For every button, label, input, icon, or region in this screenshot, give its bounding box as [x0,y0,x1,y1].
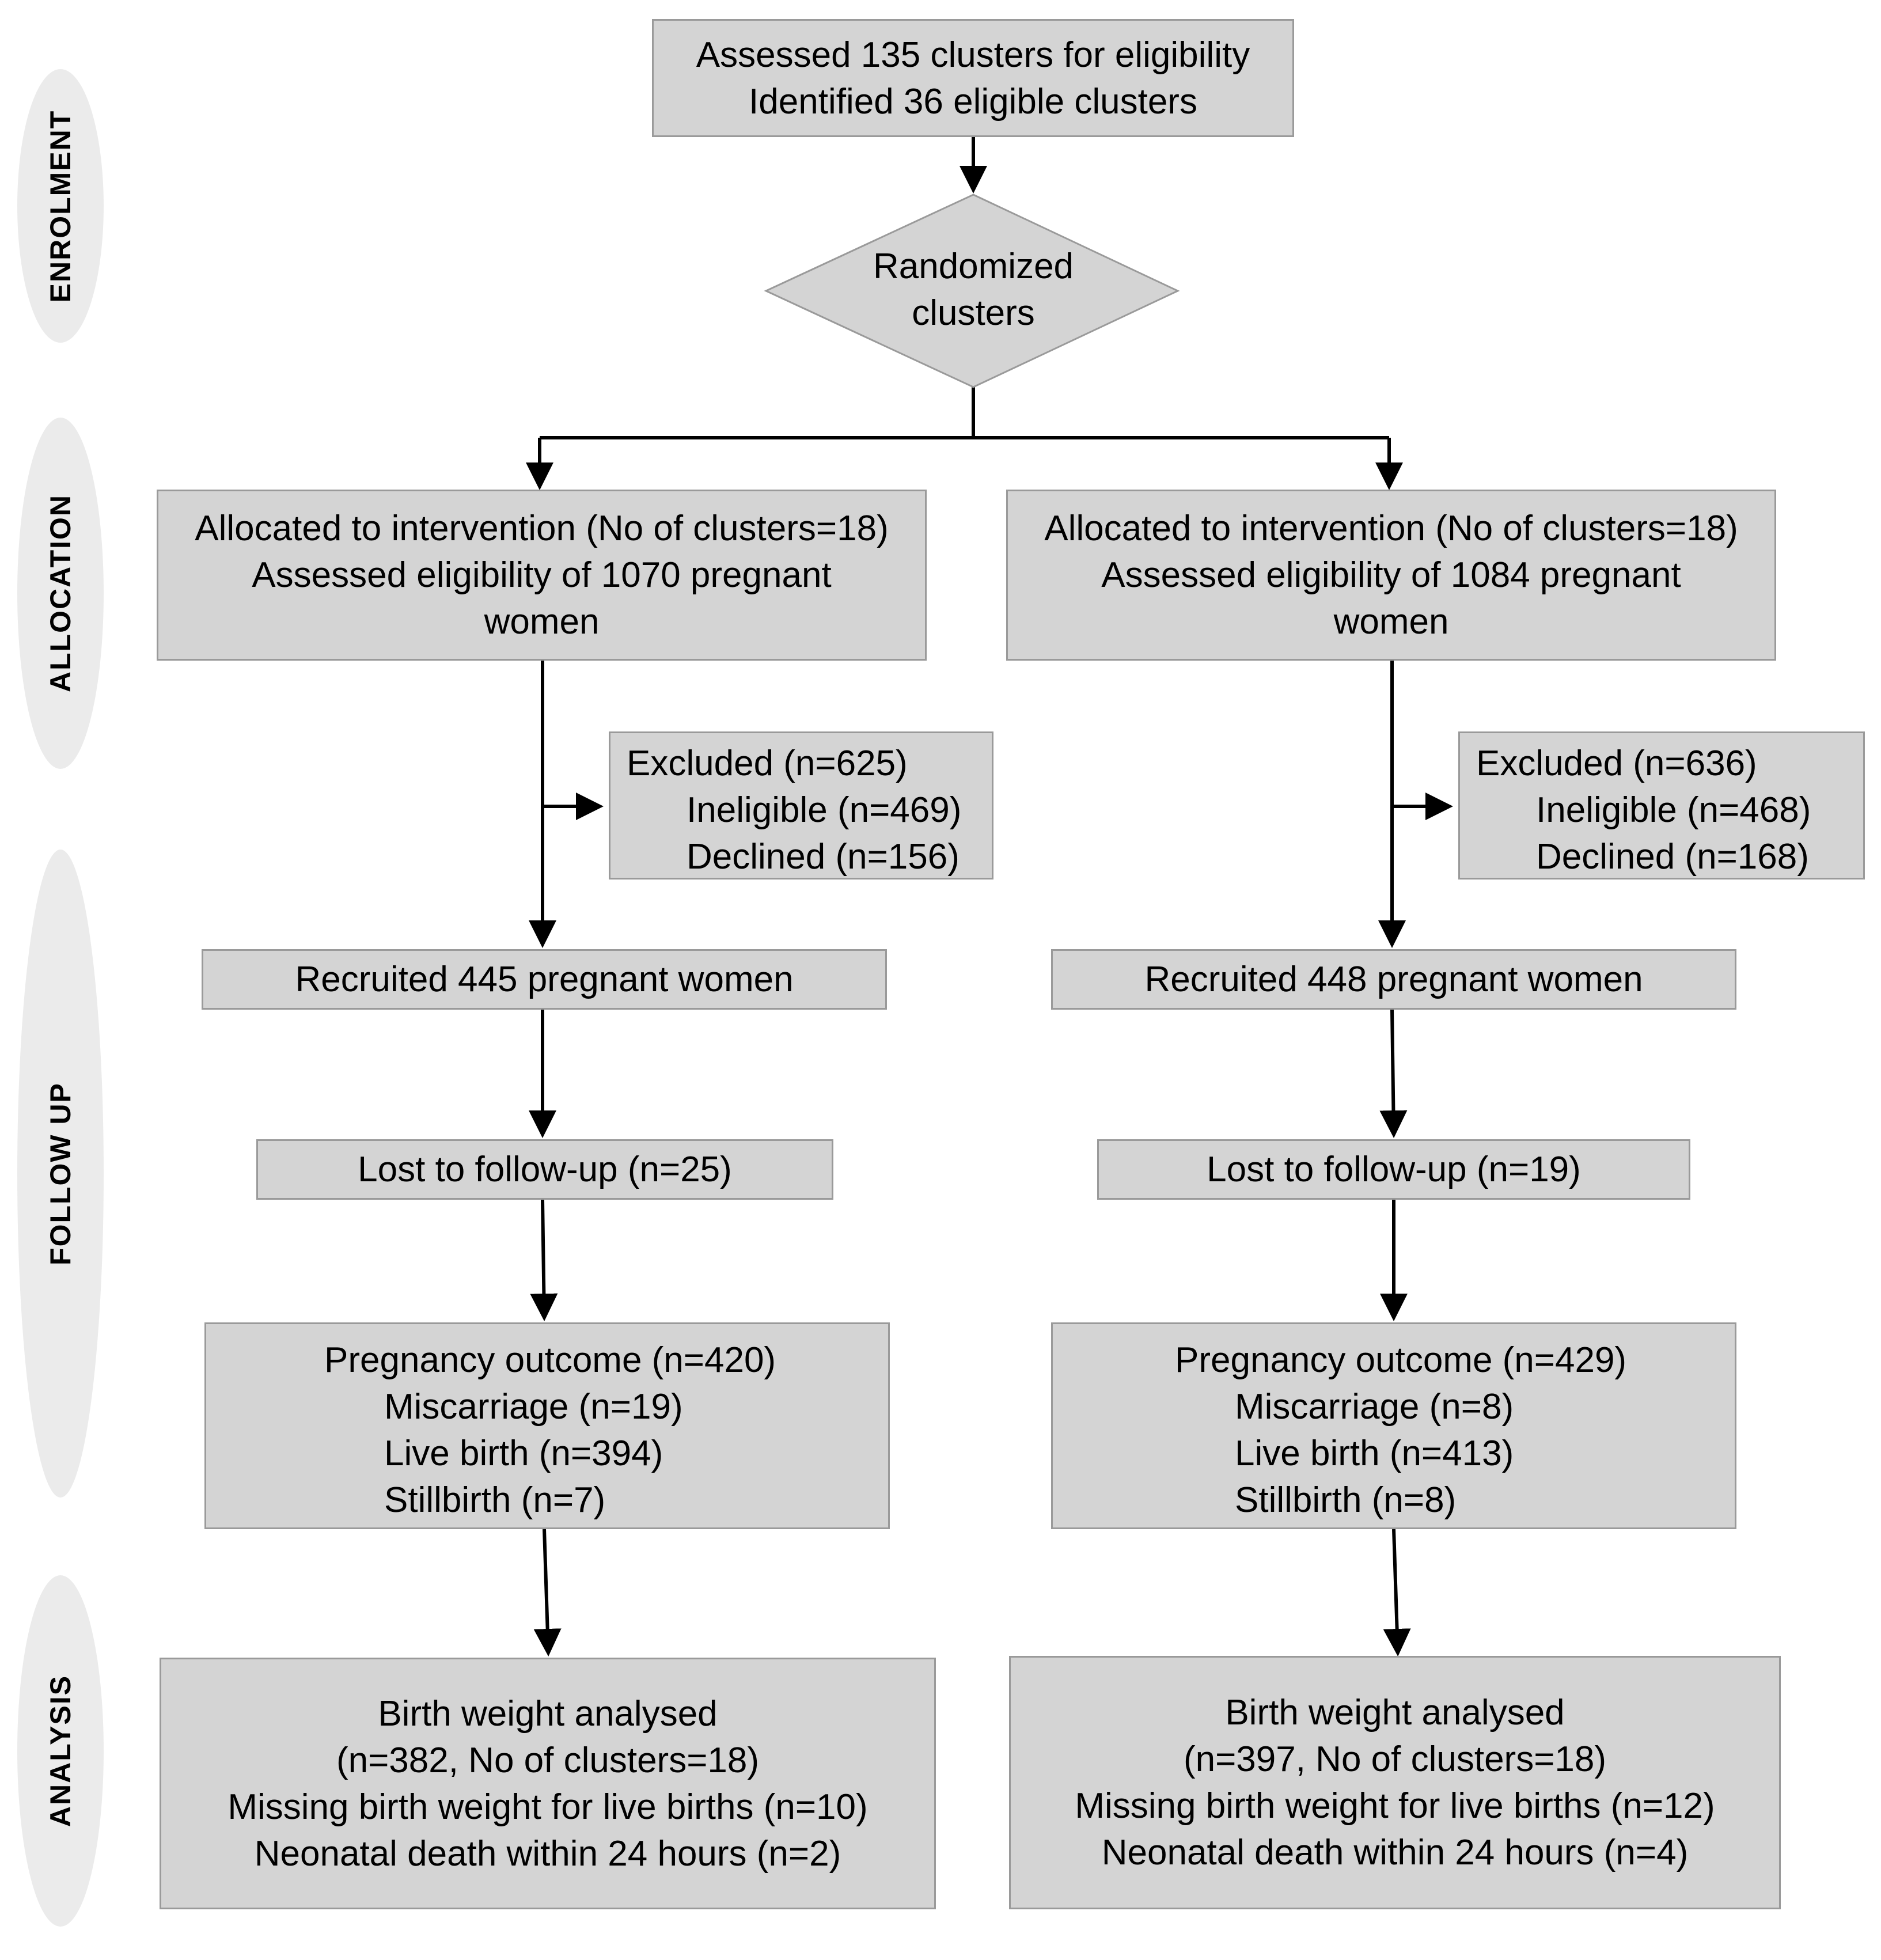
right-lost-box: Lost to follow-up (n=19) [1097,1139,1690,1200]
right-allocation-line1: Allocated to intervention (No of cluster… [1044,509,1738,548]
randomized-diamond [764,194,1180,388]
left-allocation-line3: women [484,602,600,642]
left-lost-box: Lost to follow-up (n=25) [256,1139,833,1200]
phase-analysis: ANALYSIS [17,1575,104,1927]
left-outcome-live-birth: Live birth (n=394) [384,1434,663,1473]
arrow-right-to-lost [1379,1009,1408,1138]
phase-enrolment: ENROLMENT [17,69,104,343]
right-recruited-box: Recruited 448 pregnant women [1051,949,1736,1010]
left-outcome-title: Pregnancy outcome (n=420) [324,1340,776,1380]
right-lost-label: Lost to follow-up (n=19) [1207,1150,1581,1189]
left-excluded-ineligible: Ineligible (n=469) [687,790,962,830]
left-excluded-title: Excluded (n=625) [627,744,908,783]
left-allocation-box: Allocated to intervention (No of cluster… [157,490,927,661]
right-recruited-label: Recruited 448 pregnant women [1144,960,1643,999]
left-outcome-stillbirth: Stillbirth (n=7) [384,1480,606,1520]
randomized-label: Randomized clusters [806,243,1140,336]
right-excluded-declined: Declined (n=168) [1536,837,1809,877]
right-excluded-title: Excluded (n=636) [1476,744,1757,783]
right-outcome-title: Pregnancy outcome (n=429) [1175,1340,1627,1380]
right-allocation-box: Allocated to intervention (No of cluster… [1006,490,1776,661]
randomized-line2: clusters [912,293,1035,333]
randomized-line1: Randomized [873,247,1074,286]
left-allocation-line1: Allocated to intervention (No of cluster… [195,509,889,548]
left-recruited-box: Recruited 445 pregnant women [202,949,887,1010]
left-recruited-label: Recruited 445 pregnant women [295,960,794,999]
right-excluded-ineligible: Ineligible (n=468) [1536,790,1811,830]
arrow-left-to-outcome [530,1199,558,1321]
phase-follow-up: FOLLOW UP [17,850,104,1498]
left-analysis-line3: Missing birth weight for live births (n=… [227,1787,868,1827]
left-outcome-box: Pregnancy outcome (n=420) Miscarriage (n… [204,1322,890,1529]
enrolment-line1: Assessed 135 clusters for eligibility [696,35,1250,75]
enrolment-box: Assessed 135 clusters for eligibility Id… [652,19,1294,137]
right-outcome-stillbirth: Stillbirth (n=8) [1235,1480,1457,1520]
right-analysis-box: Birth weight analysed (n=397, No of clus… [1009,1656,1781,1909]
arrow-left-to-analysis [533,1529,562,1656]
right-analysis-line2: (n=397, No of clusters=18) [1183,1739,1607,1779]
left-analysis-line4: Neonatal death within 24 hours (n=2) [254,1833,841,1874]
right-outcome-box: Pregnancy outcome (n=429) Miscarriage (n… [1051,1322,1736,1529]
left-analysis-line2: (n=382, No of clusters=18) [336,1740,760,1780]
right-allocation-line3: women [1333,602,1449,642]
right-analysis-line3: Missing birth weight for live births (n=… [1075,1786,1715,1826]
left-allocation-line2: Assessed eligibility of 1070 pregnant [252,555,832,595]
left-excluded-box: Excluded (n=625) Ineligible (n=469) Decl… [609,731,993,879]
right-analysis-line1: Birth weight analysed [1225,1693,1565,1732]
right-outcome-live-birth: Live birth (n=413) [1235,1434,1514,1473]
enrolment-line2: Identified 36 eligible clusters [749,81,1197,122]
left-analysis-box: Birth weight analysed (n=382, No of clus… [160,1658,936,1909]
left-outcome-miscarriage: Miscarriage (n=19) [384,1387,683,1427]
left-analysis-line1: Birth weight analysed [378,1693,718,1734]
left-lost-label: Lost to follow-up (n=25) [358,1150,732,1189]
right-analysis-line4: Neonatal death within 24 hours (n=4) [1101,1833,1689,1872]
right-excluded-box: Excluded (n=636) Ineligible (n=468) Decl… [1458,731,1865,879]
right-outcome-miscarriage: Miscarriage (n=8) [1235,1387,1514,1427]
arrow-right-to-analysis [1383,1529,1411,1656]
phase-allocation: ALLOCATION [17,418,104,769]
right-allocation-line2: Assessed eligibility of 1084 pregnant [1101,555,1681,595]
left-excluded-declined: Declined (n=156) [687,837,960,877]
